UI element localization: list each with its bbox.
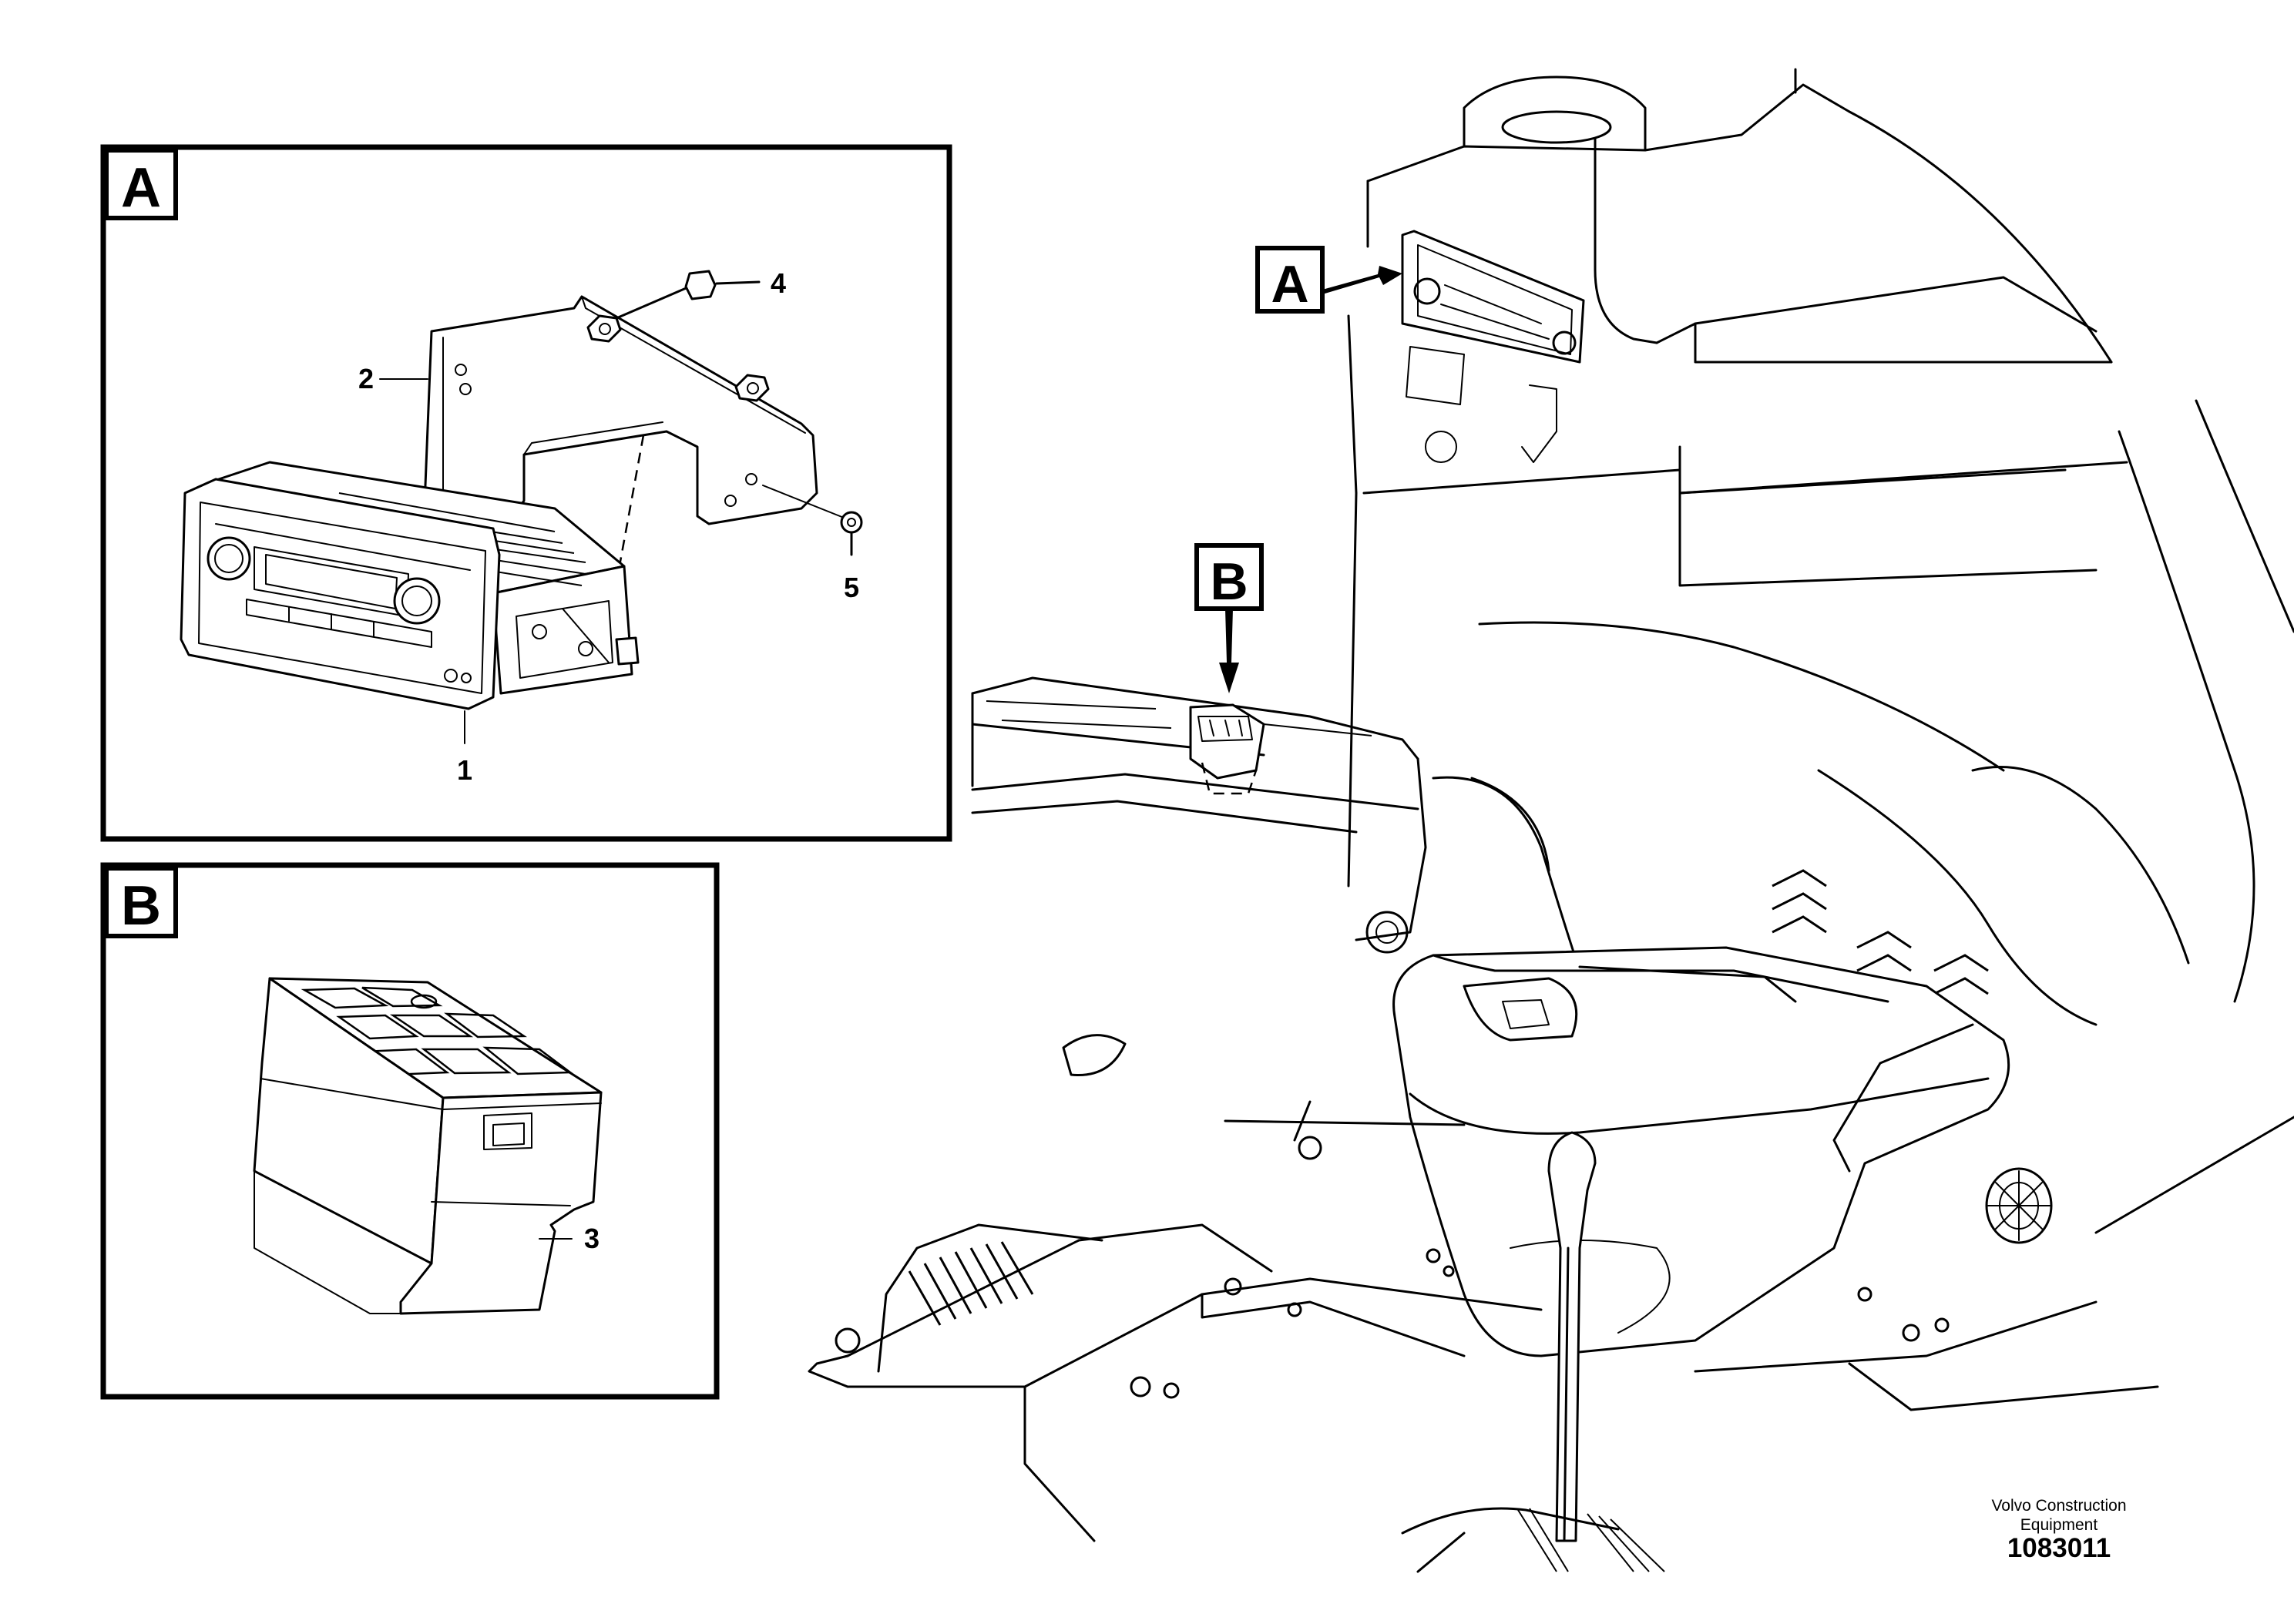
overview-label-b: B bbox=[1210, 552, 1248, 611]
overview-floor-vents bbox=[908, 1241, 1034, 1326]
company-line-1: Volvo Construction bbox=[1991, 1497, 2127, 1515]
screw bbox=[762, 485, 863, 556]
callout-3: 3 bbox=[584, 1223, 600, 1254]
detail-a-label-box bbox=[104, 148, 178, 220]
callout-5: 5 bbox=[844, 572, 859, 603]
callout-2: 2 bbox=[358, 363, 374, 394]
overview-label-a: A bbox=[1271, 255, 1308, 314]
detail-a-panel: A bbox=[100, 144, 952, 842]
connector-block bbox=[253, 977, 603, 1315]
bracket bbox=[422, 295, 818, 533]
cab-overview: A B bbox=[808, 68, 2294, 1573]
callout-4: 4 bbox=[771, 267, 786, 299]
overview-arrow-a bbox=[1322, 266, 1402, 294]
overview-radio bbox=[1401, 230, 1585, 364]
detail-b-label: B bbox=[121, 875, 161, 937]
overview-switch-panel bbox=[1406, 346, 1465, 405]
detail-a-label: A bbox=[121, 157, 161, 219]
overview-vents bbox=[1772, 869, 1989, 995]
bolt bbox=[615, 270, 761, 320]
company-line-2: Equipment bbox=[2020, 1516, 2098, 1534]
detail-a-frame bbox=[100, 144, 952, 842]
radio-unit bbox=[180, 461, 640, 710]
overview-connector bbox=[1189, 703, 1265, 795]
detail-b-frame bbox=[100, 862, 720, 1400]
company-name: Volvo Construction Equipment bbox=[1959, 1496, 2159, 1535]
detail-b-panel: B bbox=[100, 862, 720, 1400]
callout-1: 1 bbox=[457, 754, 472, 786]
overview-label-a-box bbox=[1255, 246, 1325, 314]
overview-joystick-console bbox=[1392, 946, 2053, 1542]
detail-b-label-box bbox=[104, 866, 178, 938]
drawing-number: 1083011 bbox=[2007, 1533, 2111, 1563]
overview-arrow-b bbox=[1219, 609, 1239, 693]
